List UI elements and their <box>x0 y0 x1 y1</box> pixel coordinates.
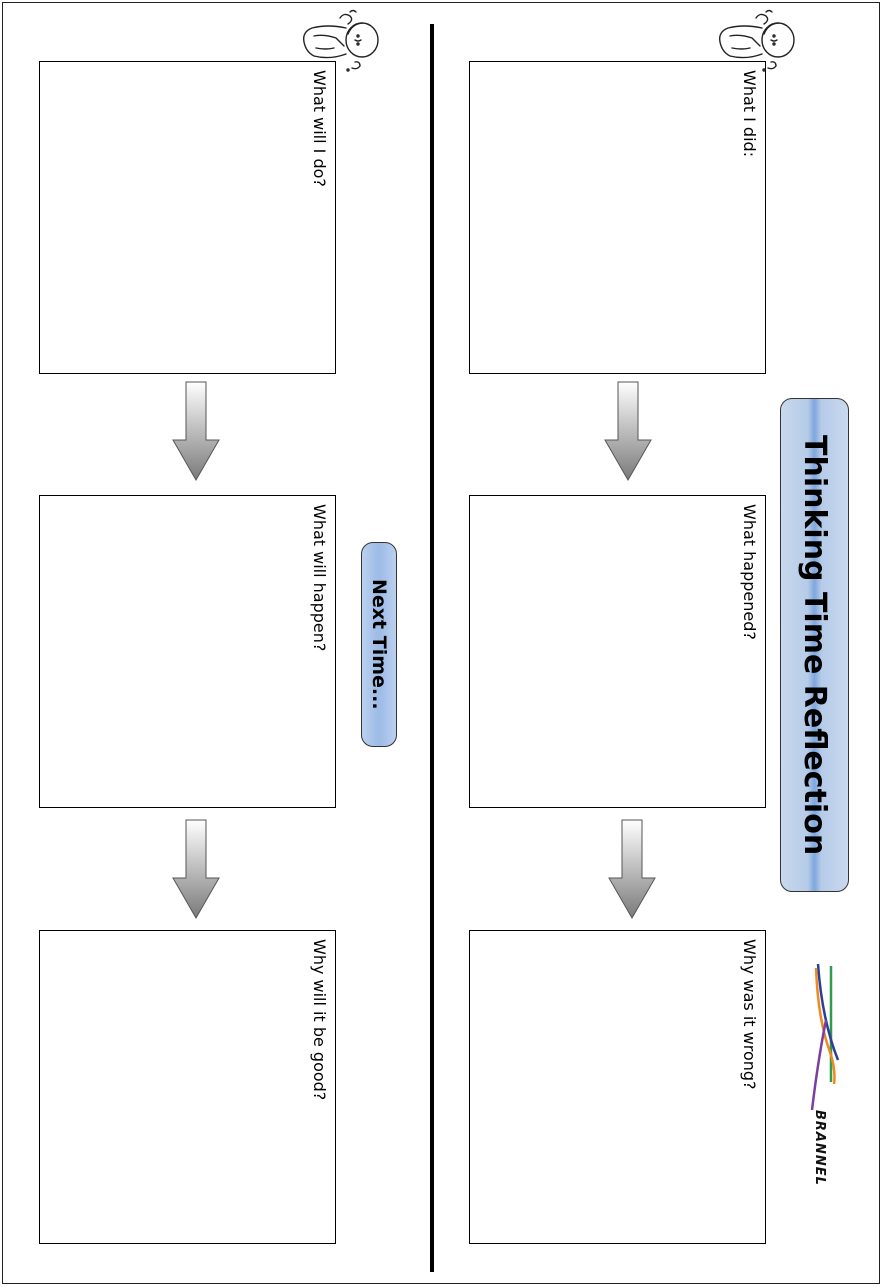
why-was-it-wrong-label: Why was it wrong? <box>740 939 759 1090</box>
what-will-happen-label: What will happen? <box>310 504 329 652</box>
what-will-happen-box[interactable]: What will happen? <box>39 495 336 808</box>
brannel-logo-text: BRANNEL <box>812 1110 827 1186</box>
title-banner: Thinking Time Reflection <box>780 398 849 892</box>
thinking-person-icon <box>718 9 795 72</box>
why-was-it-wrong-box[interactable]: Why was it wrong? <box>469 930 766 1244</box>
brannel-logo-icon <box>810 963 840 1111</box>
thinking-person-icon <box>302 9 379 72</box>
why-will-it-be-good-label: Why will it be good? <box>310 939 329 1101</box>
page-title: Thinking Time Reflection <box>797 434 832 856</box>
next-time-banner: Next Time... <box>361 542 397 747</box>
why-will-it-be-good-box[interactable]: Why will it be good? <box>39 930 336 1244</box>
what-i-did-label: What I did: <box>740 70 759 158</box>
what-happened-label: What happened? <box>740 504 759 640</box>
what-will-i-do-label: What will I do? <box>310 70 329 187</box>
what-i-did-box[interactable]: What I did: <box>469 61 766 374</box>
next-time-title: Next Time... <box>368 579 390 710</box>
center-divider <box>430 24 434 1272</box>
what-happened-box[interactable]: What happened? <box>469 495 766 808</box>
down-arrow-icon <box>172 381 220 482</box>
down-arrow-icon <box>608 819 656 920</box>
what-will-i-do-box[interactable]: What will I do? <box>39 61 336 374</box>
down-arrow-icon <box>604 381 652 482</box>
down-arrow-icon <box>172 819 220 920</box>
